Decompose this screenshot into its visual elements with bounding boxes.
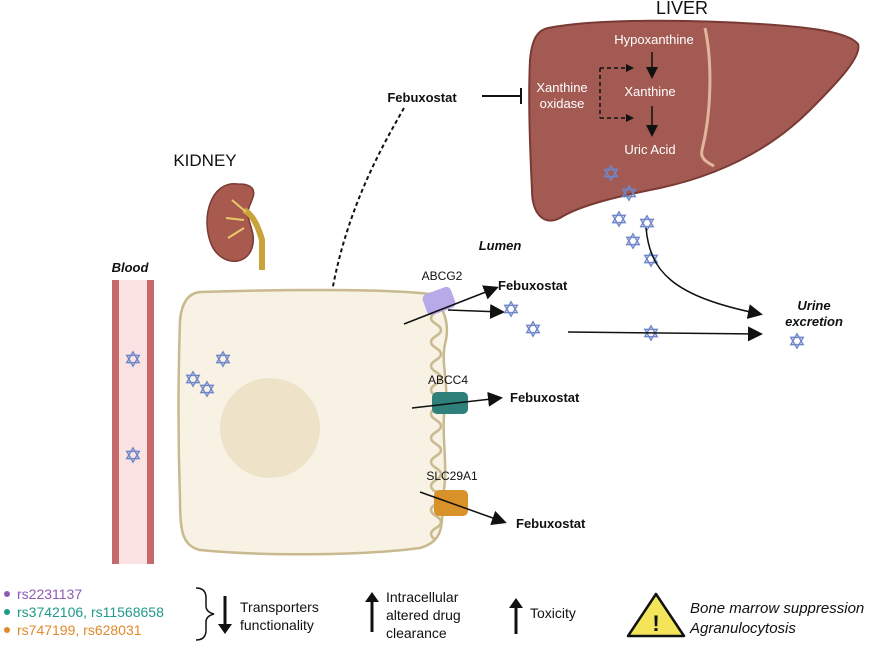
drug-molecule-icon (526, 321, 540, 337)
transporter-name: SLC29A1 (426, 469, 478, 483)
drug-molecule-icon (612, 211, 626, 227)
liver-to-urine-arrow (645, 227, 763, 319)
variant-bullet (4, 627, 10, 633)
abcg2-lumen-arrow (447, 304, 505, 320)
svg-text:!: ! (652, 611, 659, 636)
effect3-label: Toxicity (530, 605, 576, 621)
transporter-drug-label: Febuxostat (498, 278, 568, 293)
transporter-abcc4: ABCC4 Febuxostat (411, 373, 580, 414)
drug-molecule-icon (504, 301, 518, 317)
urine-label-2: excretion (785, 314, 843, 329)
variant-bullet (4, 609, 10, 615)
transporter-drug-label: Febuxostat (516, 516, 586, 531)
drug-molecule-icon (790, 333, 804, 349)
drug-molecule-icon (626, 233, 640, 249)
slc29a1-efflux-arrow (419, 491, 507, 526)
legend-brace (195, 587, 215, 641)
febuxostat-to-kidney-dashed-arrow (327, 107, 405, 319)
up-arrowhead (509, 598, 523, 608)
transporter-name: ABCG2 (422, 269, 463, 283)
xanthine-oxidase-dashed-bracket (599, 67, 628, 119)
warning-line1: Bone marrow suppression (690, 600, 864, 617)
effect2-line2: altered drug (386, 607, 461, 623)
down-arrowhead (218, 624, 232, 634)
oxidase-arrowhead-1 (626, 64, 634, 72)
urine-label-1: Urine (797, 298, 830, 313)
effect1-line2: functionality (240, 617, 314, 633)
variant-text: rs747199, rs628031 (17, 622, 142, 638)
uric-acid-label: Uric Acid (624, 142, 675, 157)
lumen-to-urine-arrow (567, 326, 763, 342)
variant-legend: rs2231137 rs3742106, rs11568658 rs747199… (4, 586, 164, 638)
blood-vessel-lumen (119, 280, 147, 564)
liver-title: LIVER (656, 0, 708, 18)
drug-molecule-icon (640, 215, 654, 231)
lumen-label: Lumen (479, 238, 522, 253)
up-arrowhead (365, 592, 379, 602)
warning-line2: Agranulocytosis (689, 620, 796, 637)
hypoxanthine-label: Hypoxanthine (614, 32, 694, 47)
cell-nucleus (220, 378, 320, 478)
kidney-organ-icon (206, 183, 265, 270)
transporter-name: ABCC4 (428, 373, 468, 387)
effect2-line3: clearance (386, 625, 447, 641)
abcc4-efflux-arrow (411, 391, 503, 409)
effect1-line1: Transporters (240, 599, 319, 615)
abcg2-efflux-arrow (403, 285, 499, 325)
variant-text: rs3742106, rs11568658 (17, 604, 164, 620)
variant-text: rs2231137 (17, 586, 82, 602)
xanthine-label: Xanthine (624, 84, 675, 99)
warning-icon: ! (626, 592, 686, 638)
liver-organ (528, 19, 860, 222)
effect2-line1: Intracellular (386, 589, 459, 605)
transporter-drug-label: Febuxostat (510, 390, 580, 405)
variant-bullet (4, 591, 10, 597)
transporter-abcg2: ABCG2 Febuxostat (403, 269, 568, 325)
kidney-title: KIDNEY (173, 151, 236, 170)
blood-label: Blood (112, 260, 150, 275)
febuxostat-top-label: Febuxostat (387, 90, 457, 105)
xanthine-oxidase-label-2: oxidase (540, 96, 585, 111)
oxidase-arrowhead-2 (626, 114, 634, 122)
transporter-slc29a1: SLC29A1 Febuxostat (419, 469, 586, 531)
abcg2-transporter-shape (422, 286, 456, 316)
xanthine-oxidase-label-1: Xanthine (536, 80, 587, 95)
